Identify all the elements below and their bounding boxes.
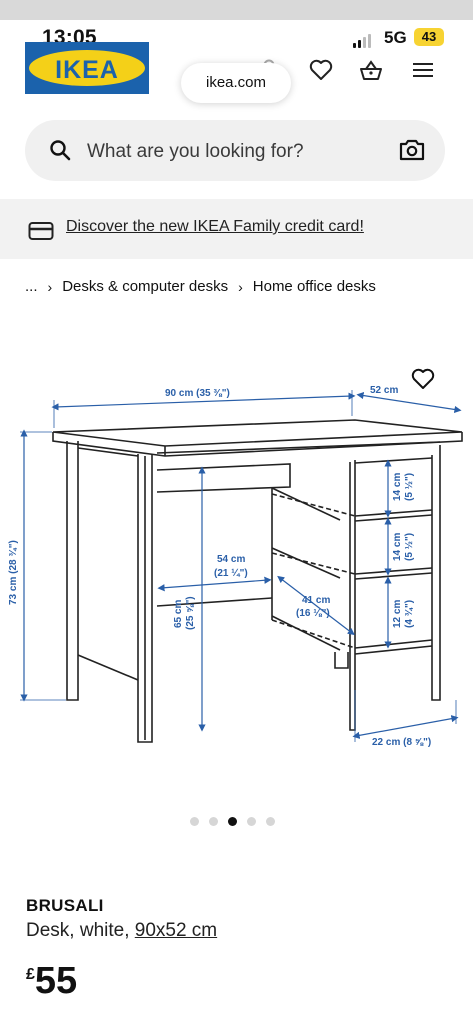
menu-icon[interactable]	[410, 57, 436, 83]
dim-knee-height-in: (25 ⅝")	[185, 596, 196, 630]
product-size-link[interactable]: 90x52 cm	[134, 920, 218, 941]
product-type: Desk, white,	[26, 920, 130, 941]
dim-knee-height: 65 cm	[173, 600, 184, 628]
logo-text: IKEA	[55, 56, 119, 84]
dim-shelf2-in: (5 ½")	[404, 533, 415, 561]
dim-shelf2: 14 cm	[392, 533, 403, 561]
breadcrumb-ellipsis[interactable]: ...	[25, 278, 38, 295]
gallery-dot[interactable]	[266, 817, 275, 826]
battery-badge: 43	[414, 28, 444, 46]
dim-width: 90 cm (35 ⅜")	[165, 388, 230, 399]
promo-banner: Discover the new IKEA Family credit card…	[0, 199, 473, 259]
ikea-logo[interactable]: IKEA	[25, 42, 149, 94]
network-label: 5G	[384, 28, 407, 47]
search-icon[interactable]	[49, 139, 71, 161]
card-icon	[28, 222, 54, 240]
chevron-right-icon: ›	[238, 278, 243, 295]
search-input[interactable]	[85, 136, 389, 168]
camera-icon[interactable]	[399, 138, 425, 162]
gallery-dot[interactable]	[209, 817, 218, 826]
breadcrumb-item-home-office[interactable]: Home office desks	[252, 278, 376, 295]
url-pill[interactable]: ikea.com	[181, 63, 291, 103]
signal-icon	[353, 34, 371, 48]
heart-icon[interactable]	[308, 57, 334, 83]
product-image[interactable]: 90 cm (35 ⅜") 52 cm 73 cm (28 ¾") 54 cm …	[0, 360, 473, 760]
chevron-right-icon: ›	[47, 278, 53, 295]
dim-shelf1-in: (5 ½")	[404, 473, 415, 501]
favourite-heart-icon[interactable]	[410, 367, 436, 391]
dim-height: 73 cm (28 ¾")	[8, 540, 19, 605]
dim-knee-width: 54 cm	[217, 554, 245, 565]
promo-link[interactable]: Discover the new IKEA Family credit card…	[66, 218, 364, 235]
gallery-dot-active[interactable]	[228, 817, 237, 826]
product-description: Desk, white, 90x52 cm	[26, 920, 217, 942]
dim-knee-width-in: (21 ¼")	[214, 568, 248, 579]
dim-depth: 52 cm	[370, 385, 398, 396]
basket-icon[interactable]	[358, 57, 384, 83]
product-price: £55	[26, 960, 77, 1003]
dim-shelf1: 14 cm	[392, 473, 403, 501]
dim-knee-depth: 41 cm	[302, 595, 330, 606]
gallery-dots[interactable]	[190, 817, 275, 826]
search-bar[interactable]	[25, 120, 445, 181]
dim-shelf-width: 22 cm (8 ⅝")	[372, 737, 431, 748]
price-amount: 55	[34, 960, 78, 1002]
gallery-dot[interactable]	[190, 817, 199, 826]
price-currency: £	[26, 966, 35, 983]
top-strip	[0, 0, 473, 20]
product-name: BRUSALI	[26, 896, 104, 915]
dim-shelf3: 12 cm	[392, 600, 403, 628]
dim-shelf3-in: (4 ¾")	[404, 600, 415, 628]
gallery-dot[interactable]	[247, 817, 256, 826]
dim-knee-depth-in: (16 ⅛")	[296, 608, 330, 619]
breadcrumb-item-desks[interactable]: Desks & computer desks	[62, 278, 229, 295]
breadcrumb: ... › Desks & computer desks › Home offi…	[25, 278, 376, 295]
